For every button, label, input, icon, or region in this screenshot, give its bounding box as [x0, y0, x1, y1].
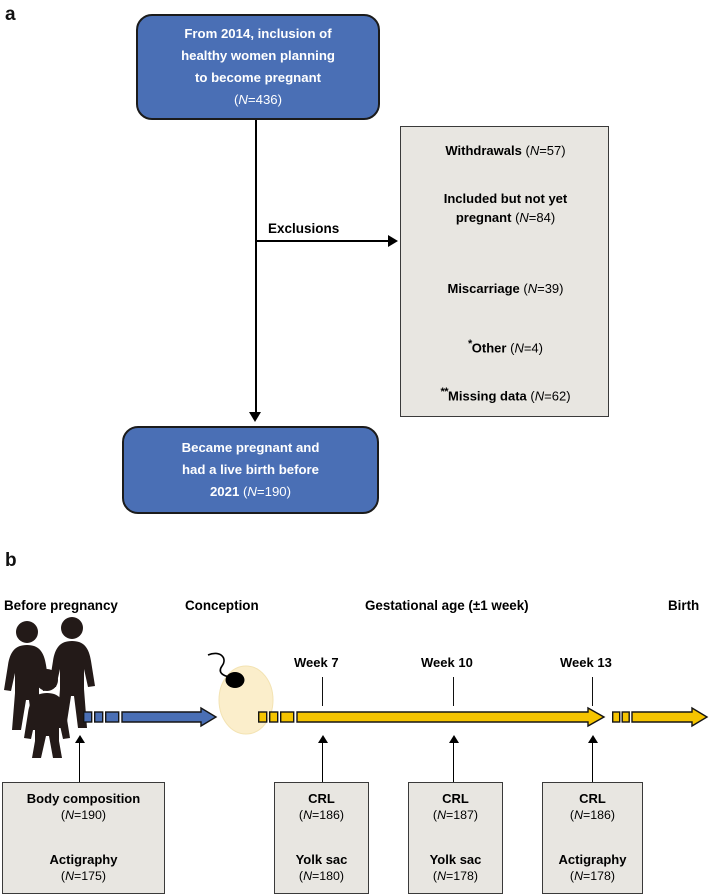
measure-box-week-13: CRL (N=186) Actigraphy (N=178) [542, 782, 643, 894]
top-box-line-3: to become pregnant [194, 70, 322, 85]
measure-title: Actigraphy [49, 852, 118, 867]
flow-vertical-line [255, 120, 257, 416]
measure-arrow-line-1 [79, 742, 81, 782]
exclusions-box: Withdrawals (N=57) Included but not yet … [400, 126, 609, 417]
exclusions-arrow-line [255, 240, 389, 242]
measure-title: Body composition [26, 791, 141, 806]
measure-arrow-line-3 [453, 742, 455, 782]
measure-arrow-line-2 [322, 742, 324, 782]
measure-row: Yolk sac (N=180) [296, 851, 348, 885]
top-box-n: (N=436) [233, 92, 283, 107]
exclusion-item-withdrawals: Withdrawals (N=57) [445, 143, 566, 158]
measure-title: CRL [579, 791, 606, 806]
top-box-line-2: healthy women planning [181, 48, 335, 63]
measure-arrowhead-1 [75, 735, 85, 743]
measure-row: Actigraphy (N=178) [559, 851, 627, 885]
measure-row: CRL (N=186) [299, 790, 344, 824]
header-gestational-age: Gestational age (±1 week) [365, 598, 529, 613]
header-birth: Birth [668, 598, 700, 613]
bottom-box-line-3: 2021 (N=190) [209, 484, 292, 499]
bottom-box-line-1: Became pregnant and [181, 440, 320, 455]
exclusion-item-other: *Other (N=4) [468, 338, 543, 356]
measure-n: (N=186) [569, 808, 616, 822]
gestation-arrow [257, 706, 606, 728]
measure-box-week-10: CRL (N=187) Yolk sac (N=178) [408, 782, 503, 894]
measure-arrowhead-4 [588, 735, 598, 743]
measure-title: CRL [308, 791, 335, 806]
exclusion-item-line-2: pregnant (N=84) [455, 210, 556, 225]
exclusion-item-missing-data: **Missing data (N=62) [440, 386, 571, 404]
measure-row: Body composition (N=190) [27, 790, 140, 824]
top-box-line-1: From 2014, inclusion of [184, 26, 332, 41]
prepregnancy-arrow [82, 706, 218, 728]
top-inclusion-box: From 2014, inclusion of healthy women pl… [136, 14, 380, 120]
footnote-marker-double: ** [440, 386, 449, 398]
panel-a-letter: a [5, 4, 16, 25]
footnote-marker-single: * [468, 338, 472, 350]
measure-title: Yolk sac [295, 852, 348, 867]
exclusions-arrowhead [388, 235, 398, 247]
measure-n: (N=186) [298, 808, 345, 822]
measure-n: (N=180) [298, 869, 345, 883]
bottom-box-line-2: had a live birth before [181, 462, 320, 477]
week-label-10: Week 10 [421, 655, 473, 670]
measure-row: CRL (N=187) [433, 790, 478, 824]
exclusion-item-miscarriage: Miscarriage (N=39) [447, 281, 564, 296]
exclusions-label: Exclusions [268, 221, 340, 236]
exclusion-item-line-1: Included but not yet [443, 191, 568, 206]
measure-row: CRL (N=186) [570, 790, 615, 824]
measure-title: Yolk sac [429, 852, 482, 867]
week-label-7: Week 7 [294, 655, 339, 670]
header-conception: Conception [185, 598, 259, 613]
header-before-pregnancy: Before pregnancy [4, 598, 118, 613]
measure-row: Yolk sac (N=178) [430, 851, 482, 885]
week-tick-7 [322, 677, 324, 706]
bottom-outcome-box: Became pregnant and had a live birth bef… [122, 426, 379, 514]
week-tick-10 [453, 677, 455, 706]
week-label-13: Week 13 [560, 655, 612, 670]
measure-n: (N=175) [60, 869, 107, 883]
measure-n: (N=178) [432, 869, 479, 883]
panel-b-letter: b [5, 550, 17, 571]
measure-arrowhead-2 [318, 735, 328, 743]
measure-arrow-line-4 [592, 742, 594, 782]
measure-n: (N=178) [569, 869, 616, 883]
measure-n: (N=190) [60, 808, 107, 822]
women-group-icon [2, 617, 97, 758]
flow-down-arrowhead [249, 412, 261, 422]
measure-title: Actigraphy [558, 852, 627, 867]
measure-arrowhead-3 [449, 735, 459, 743]
week-tick-13 [592, 677, 594, 706]
measure-box-before-pregnancy: Body composition (N=190) Actigraphy (N=1… [2, 782, 165, 894]
exclusion-item-not-yet-pregnant: Included but not yet pregnant (N=84) [401, 189, 610, 227]
birth-arrow [611, 706, 709, 728]
measure-title: CRL [442, 791, 469, 806]
measure-row: Actigraphy (N=175) [50, 851, 118, 885]
measure-n: (N=187) [432, 808, 479, 822]
measure-box-week-7: CRL (N=186) Yolk sac (N=180) [274, 782, 369, 894]
